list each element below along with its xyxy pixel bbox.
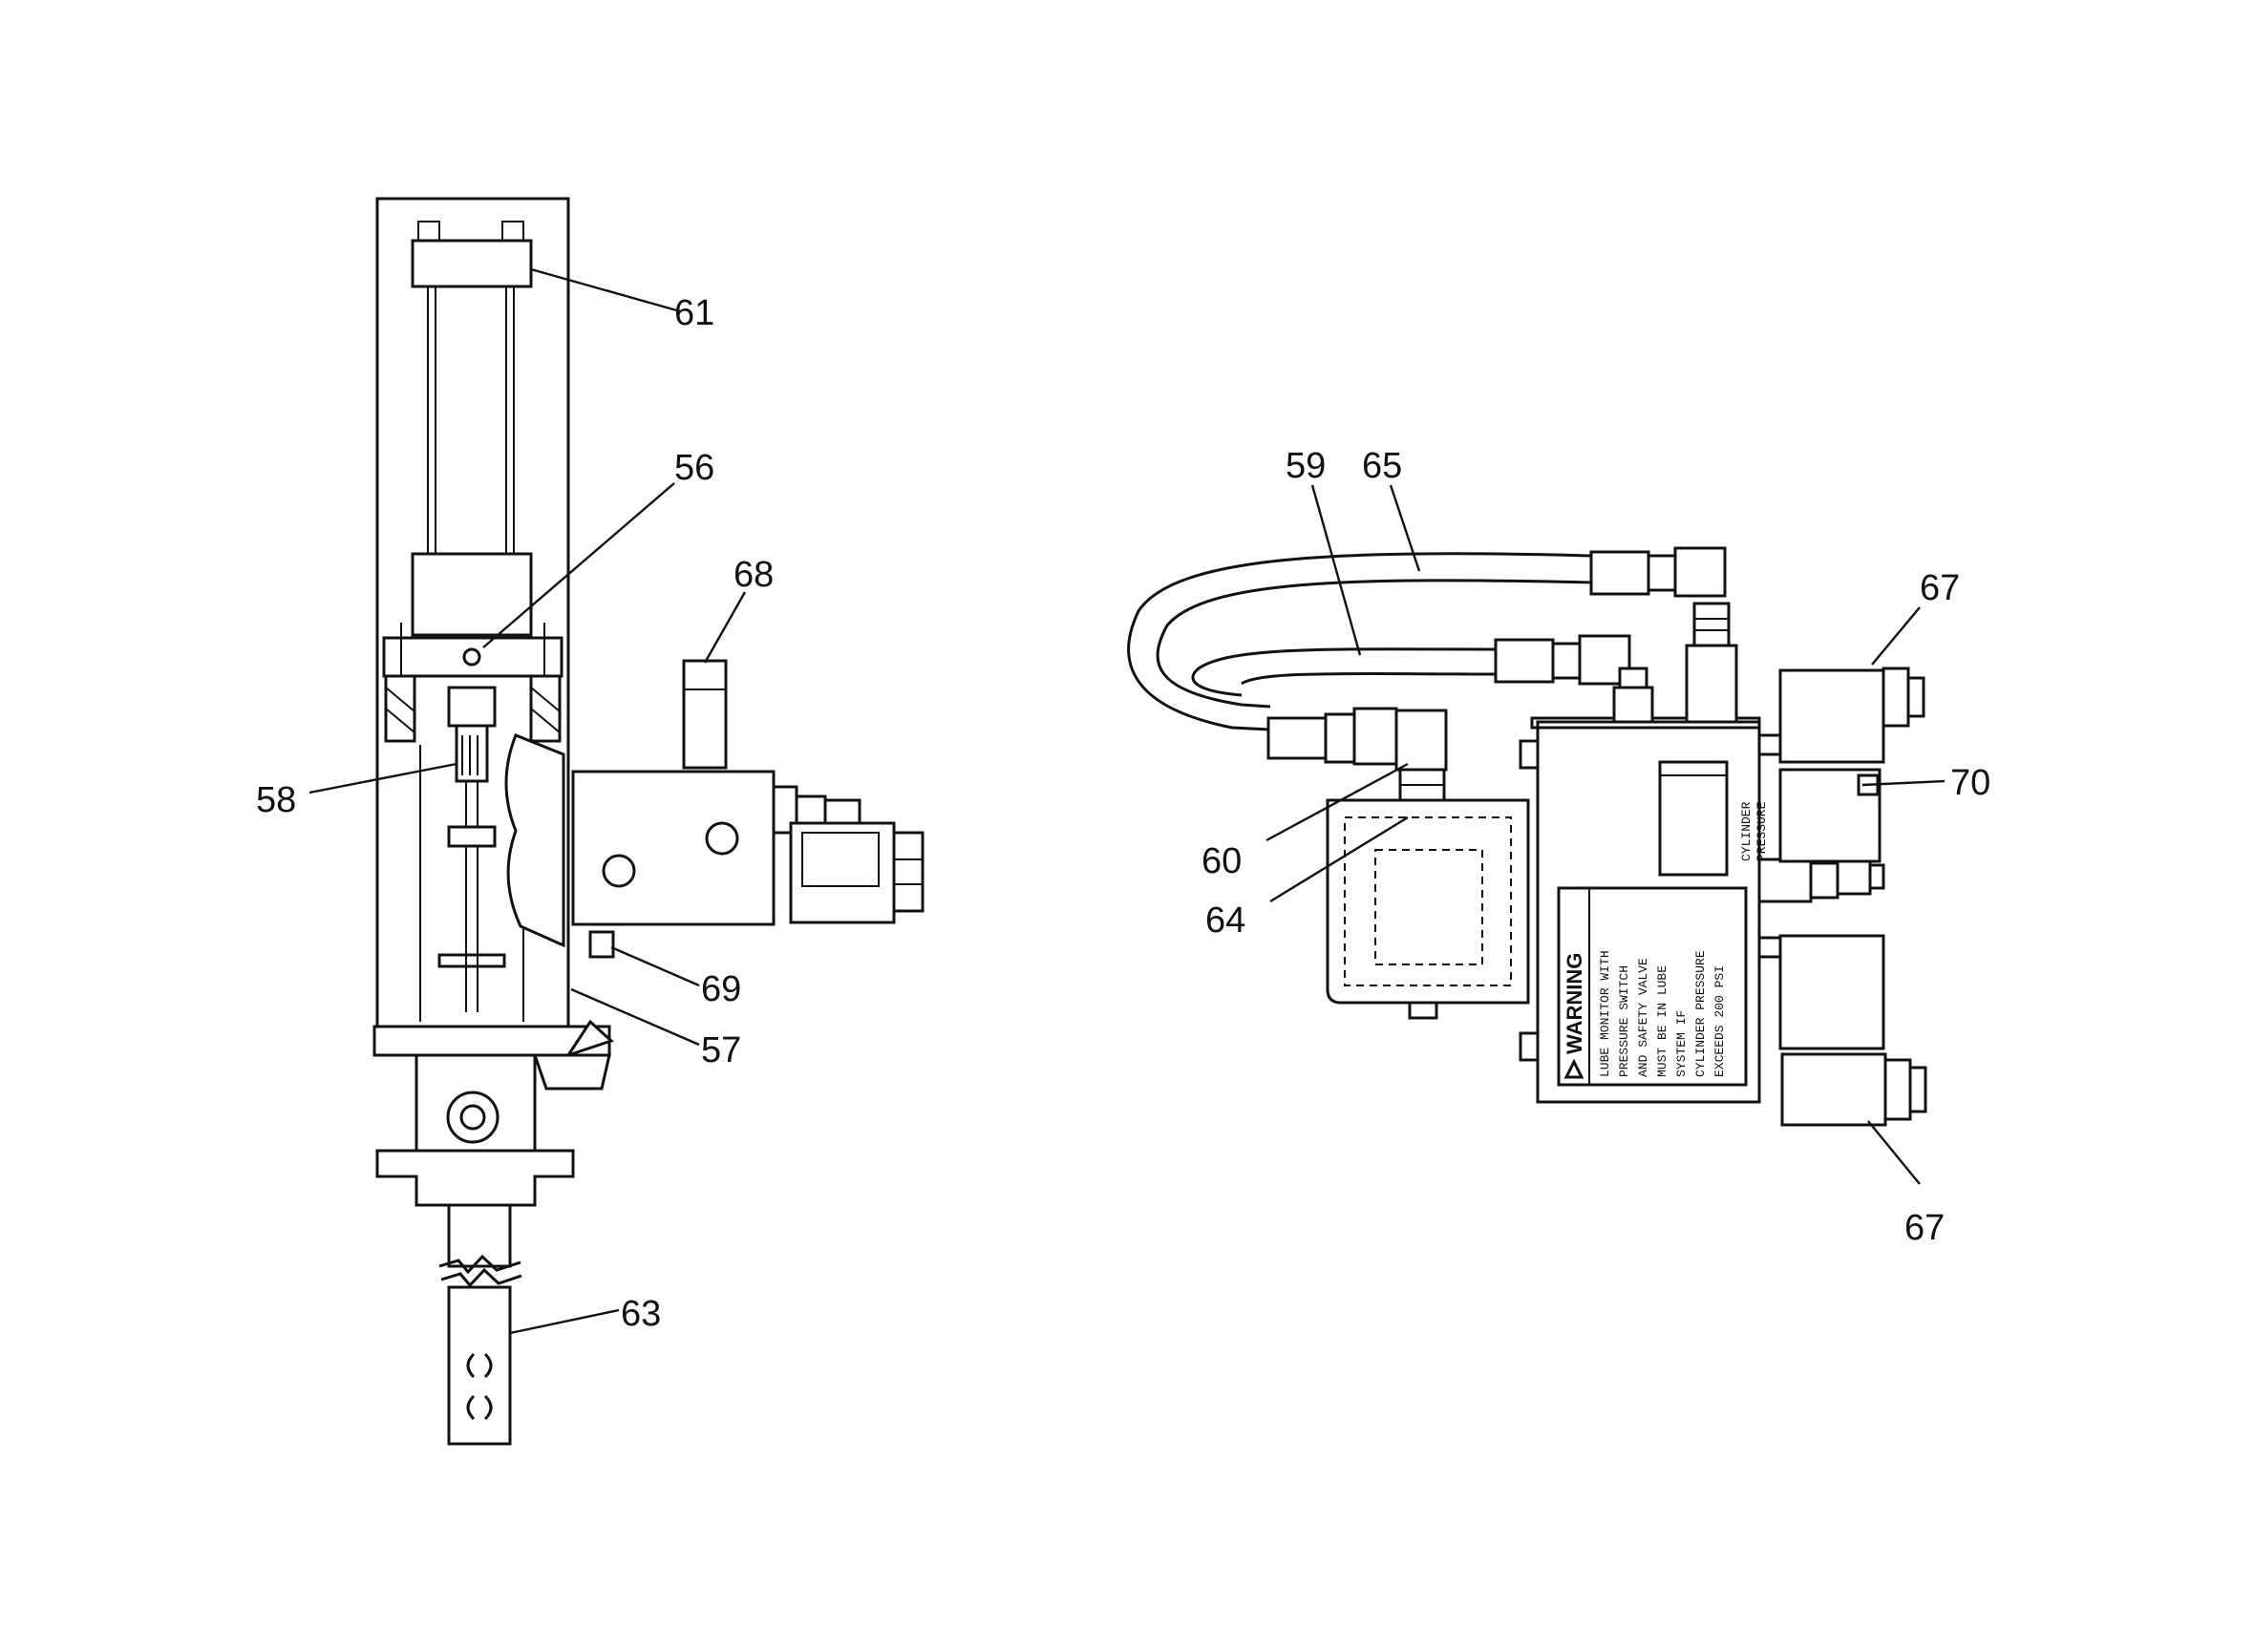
callout-57: 57 — [701, 1030, 741, 1070]
callout-59: 59 — [1286, 446, 1326, 486]
leader-lines — [308, 267, 1946, 1335]
callout-58: 58 — [256, 780, 296, 820]
callout-70: 70 — [1950, 763, 1990, 803]
warning-line-7: EXCEEDS 200 PSI — [1712, 965, 1727, 1077]
callout-63: 63 — [621, 1294, 661, 1334]
warning-line-5: SYSTEM IF — [1674, 1010, 1689, 1077]
pressure-label-line1: CYLINDER — [1739, 801, 1754, 861]
pressure-label-line2: PRESSURE — [1754, 801, 1769, 861]
warning-line-2: PRESSURE SWITCH — [1617, 965, 1631, 1077]
warning-line-4: MUST BE IN LUBE — [1655, 965, 1669, 1077]
pump-cylinder-assembly — [372, 197, 925, 1446]
callout-labels: 61 56 58 68 69 57 63 59 65 67 70 60 64 6… — [256, 293, 1990, 1334]
warning-triangle-icon — [1563, 1058, 1584, 1079]
lube-monitor-assembly: CYLINDER PRESSURE WARNING LUBE MONITOR W… — [1127, 546, 1927, 1127]
callout-67-top: 67 — [1920, 568, 1960, 608]
callout-69: 69 — [701, 969, 741, 1009]
warning-line-6: CYLINDER PRESSURE — [1693, 950, 1708, 1077]
callout-68: 68 — [734, 555, 774, 595]
callout-67-bottom: 67 — [1904, 1208, 1945, 1248]
callout-61: 61 — [674, 293, 714, 333]
callout-56: 56 — [674, 448, 714, 488]
warning-line-3: AND SAFETY VALVE — [1636, 958, 1650, 1077]
callout-65: 65 — [1362, 446, 1402, 486]
warning-placard: WARNING LUBE MONITOR WITH PRESSURE SWITC… — [1557, 886, 1748, 1087]
warning-line-1: LUBE MONITOR WITH — [1598, 950, 1612, 1077]
warning-title: WARNING — [1563, 953, 1586, 1054]
callout-64: 64 — [1205, 900, 1245, 941]
callout-60: 60 — [1201, 841, 1242, 881]
